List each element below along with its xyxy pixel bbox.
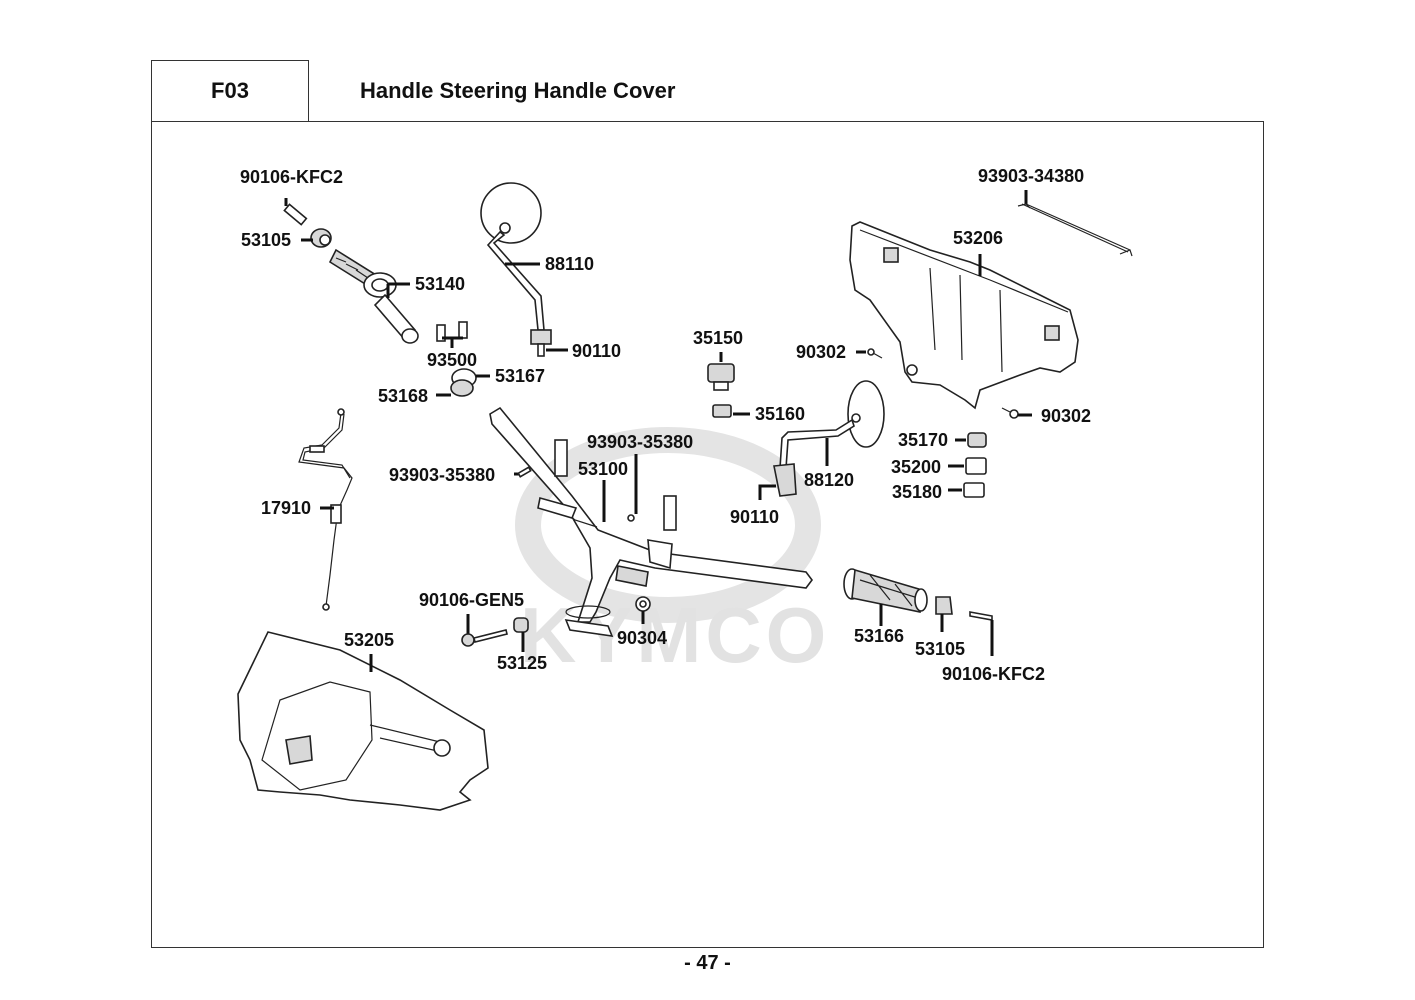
callout-grip-left: 53166 bbox=[854, 626, 904, 646]
callout-throttle-housing-lower: 53168 bbox=[378, 386, 428, 406]
mirror-left-part bbox=[758, 380, 885, 500]
bolt-handle-part bbox=[461, 614, 508, 647]
callout-collar-handle: 53125 bbox=[497, 653, 547, 673]
weight-grip-end-left-part bbox=[310, 228, 332, 248]
switch-small-part bbox=[712, 404, 732, 418]
callout-screw-tapping-left: 93903-35380 bbox=[389, 465, 495, 485]
switch-stop-part bbox=[707, 352, 735, 391]
screw-tapping-left-part bbox=[514, 466, 532, 478]
nut-handle-part bbox=[635, 596, 651, 624]
callout-switch-35200: 35200 bbox=[891, 457, 941, 477]
callout-bolt-handle: 90106-GEN5 bbox=[419, 590, 524, 610]
watermark-ring bbox=[515, 427, 821, 623]
kymco-watermark: KYMCO bbox=[515, 427, 830, 679]
callout-switch-35180: 35180 bbox=[892, 482, 942, 502]
switch-35200-part bbox=[948, 457, 987, 475]
switch-35180-part bbox=[948, 482, 985, 498]
screw-cover-rear-part bbox=[1017, 190, 1133, 257]
callout-throttle-grip: 53140 bbox=[415, 274, 465, 294]
throttle-housing-part bbox=[450, 368, 477, 397]
callout-switch-stop: 35150 bbox=[693, 328, 743, 348]
screw-throttle-part bbox=[436, 321, 468, 348]
callout-screw-cover-lower: 90302 bbox=[1041, 406, 1091, 426]
cable-throttle-part bbox=[298, 408, 353, 611]
mirror-right-part bbox=[480, 182, 552, 357]
throttle-grip-part bbox=[328, 248, 419, 344]
cover-front-part bbox=[237, 631, 489, 811]
callout-nut-handle: 90304 bbox=[617, 628, 667, 648]
handle-bar-part bbox=[489, 406, 813, 637]
grip-left-part bbox=[843, 568, 928, 626]
bolt-grip-end-right-part bbox=[969, 611, 994, 656]
screw-cover-upper-part bbox=[856, 348, 883, 359]
cover-rear-part bbox=[849, 221, 1079, 410]
callout-screw-tapping-right: 93903-35380 bbox=[587, 432, 693, 452]
page-number: - 47 - bbox=[684, 952, 731, 974]
callout-nut-mirror-left: 90110 bbox=[572, 341, 621, 361]
callout-switch-small: 35160 bbox=[755, 404, 805, 424]
screw-tapping-right-part bbox=[627, 454, 638, 522]
callout-bolt-grip-end-left: 90106-KFC2 bbox=[240, 167, 343, 187]
callout-cable-throttle: 17910 bbox=[261, 498, 311, 518]
callout-nut-mirror-right: 90110 bbox=[730, 507, 779, 527]
callout-handle-bar: 53100 bbox=[578, 459, 628, 479]
screw-cover-lower-part bbox=[1001, 407, 1032, 419]
page-title: Handle Steering Handle Cover bbox=[360, 78, 676, 103]
callout-mirror-right: 88110 bbox=[545, 254, 594, 274]
diagram-frame bbox=[151, 121, 1264, 948]
callout-weight-grip-end-left: 53105 bbox=[241, 230, 291, 250]
callout-switch-35170: 35170 bbox=[898, 430, 948, 450]
callout-screw-cover-rear: 93903-34380 bbox=[978, 166, 1084, 186]
callout-screw-throttle: 93500 bbox=[427, 350, 477, 370]
bolt-grip-end-left-part bbox=[283, 198, 308, 226]
callout-screw-cover-upper: 90302 bbox=[796, 342, 846, 362]
callout-cover-rear: 53206 bbox=[953, 228, 1003, 248]
watermark-text: KYMCO bbox=[520, 591, 830, 679]
weight-grip-end-right-part bbox=[935, 596, 953, 632]
collar-handle-part bbox=[513, 617, 529, 652]
callout-mirror-left: 88120 bbox=[804, 470, 854, 490]
switch-35170-part bbox=[955, 432, 987, 448]
callout-throttle-housing-upper: 53167 bbox=[495, 366, 545, 386]
callout-bolt-grip-end-right: 90106-KFC2 bbox=[942, 664, 1045, 684]
callout-weight-grip-end-right: 53105 bbox=[915, 639, 965, 659]
callout-cover-front: 53205 bbox=[344, 630, 394, 650]
